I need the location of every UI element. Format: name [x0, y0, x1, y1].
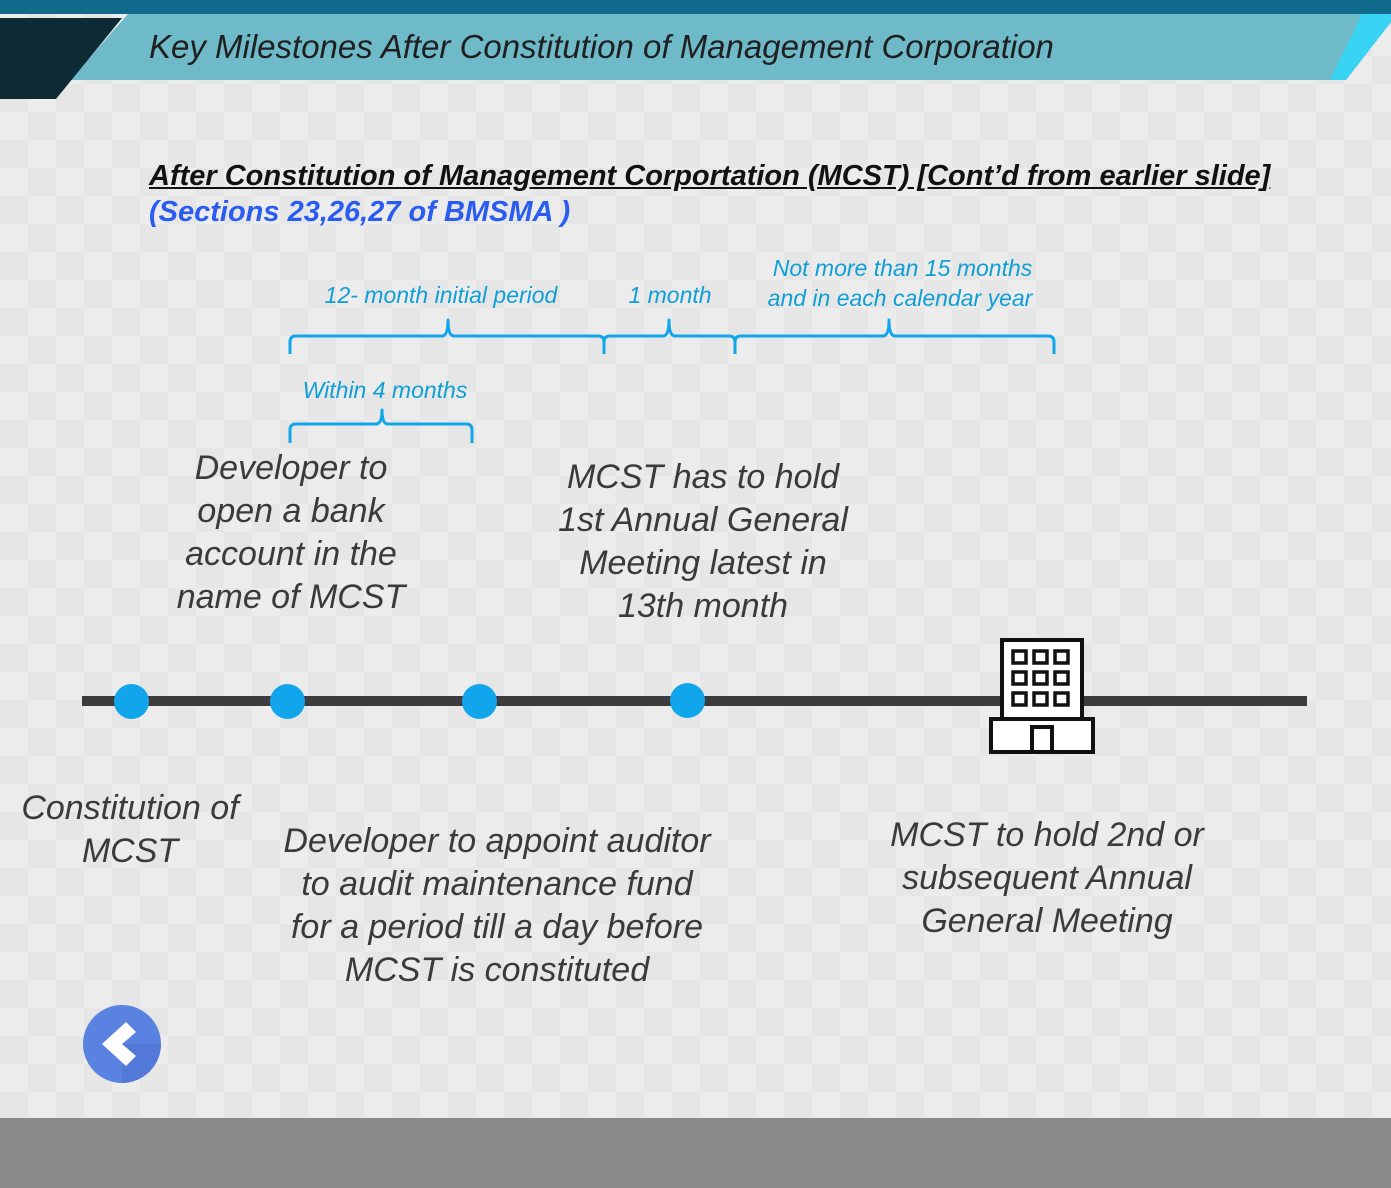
period-braces — [288, 318, 1056, 443]
brace-fifteen-months — [733, 318, 1056, 354]
timeline-dot-auditor — [462, 684, 497, 719]
brace-initial-period — [288, 318, 606, 354]
milestone-auditor: Developer to appoint auditor to audit ma… — [283, 822, 711, 989]
timeline-dot-constitution — [114, 684, 149, 719]
timeline-dot-bank-account — [270, 684, 305, 719]
brace-label-not-more-than-1: Not more than 15 months — [772, 255, 1033, 281]
brace-one-month — [602, 318, 737, 354]
milestone-bank-account: Developer to open a bank account in the … — [176, 449, 406, 616]
brace-label-one-month: 1 month — [628, 282, 712, 308]
back-button[interactable] — [82, 1004, 162, 1084]
milestone-subsequent-agm: MCST to hold 2nd or subsequent Annual Ge… — [890, 816, 1204, 940]
brace-within-4-months — [288, 408, 474, 443]
page-title: Key Milestones After Constitution of Man… — [149, 28, 1054, 65]
subtitle: After Constitution of Management Corport… — [149, 160, 1271, 192]
milestone-first-agm: MCST has to hold 1st Annual General Meet… — [558, 458, 848, 625]
timeline-dot-first-agm — [670, 683, 705, 718]
sections-reference: (Sections 23,26,27 of BMSMA ) — [149, 196, 571, 228]
milestone-constitution: Constitution of MCST — [21, 789, 239, 870]
brace-label-not-more-than-2: and in each calendar year — [767, 285, 1033, 311]
brace-label-within-4-months: Within 4 months — [302, 377, 468, 403]
footer-bar — [0, 1118, 1391, 1188]
brace-label-initial-period: 12- month initial period — [324, 282, 558, 308]
chevron-left-icon — [102, 1022, 136, 1066]
building-icon — [989, 638, 1095, 754]
header-bar — [0, 0, 1391, 99]
